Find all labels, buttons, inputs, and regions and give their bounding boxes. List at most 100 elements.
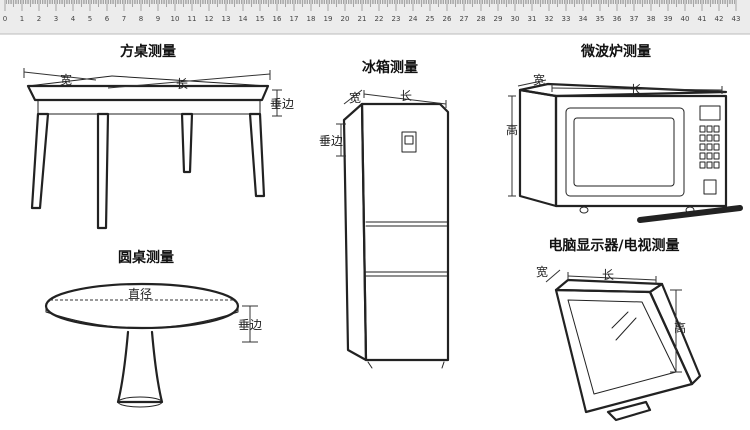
microwave-height-label: 高 <box>506 122 518 137</box>
microwave-width-label: 宽 <box>533 72 545 87</box>
refrigerator-drop-label: 垂边 <box>319 134 343 148</box>
microwave-shadow <box>637 205 743 223</box>
ruler-number: 11 <box>188 15 197 23</box>
microwave-key <box>713 143 720 151</box>
square-table-title: 方桌测量 <box>120 43 176 60</box>
table-leg-back-left <box>96 112 110 230</box>
refrigerator-length-label: 长 <box>400 89 412 103</box>
ruler-ticks <box>4 0 737 11</box>
microwave-key <box>713 134 720 142</box>
microwave-key <box>706 143 713 151</box>
microwave-front <box>554 94 728 208</box>
ruler-number: 29 <box>494 15 503 23</box>
round-table-section: 圆桌测量 直径 垂边 <box>44 249 262 408</box>
refrigerator-drawing <box>336 89 450 369</box>
fridge-foot-left <box>367 361 373 369</box>
table-leg-back-right <box>180 112 194 174</box>
microwave-door-button <box>703 179 717 195</box>
monitor-drawing <box>545 269 702 422</box>
refrigerator-section: 冰箱测量 宽 长 垂边 <box>319 59 450 369</box>
ruler-number: 36 <box>613 15 622 23</box>
ruler-number: 21 <box>358 15 367 23</box>
microwave-key <box>706 134 713 142</box>
round-table-diameter-label: 直径 <box>128 287 152 301</box>
fridge-display-screen <box>404 135 414 145</box>
ruler-number: 39 <box>664 15 673 23</box>
monitor-length-label: 长 <box>602 268 614 282</box>
ruler-number: 42 <box>715 15 724 23</box>
ruler-number: 24 <box>409 15 418 23</box>
microwave-key <box>706 161 713 169</box>
refrigerator-title: 冰箱测量 <box>362 59 418 76</box>
microwave-door <box>565 107 685 197</box>
microwave-key <box>699 161 706 169</box>
microwave-key <box>699 125 706 133</box>
round-table-pedestal <box>116 330 164 404</box>
monitor-section: 电脑显示器/电视测量 宽 长 高 <box>536 237 702 422</box>
monitor-side <box>648 282 702 386</box>
ruler-number: 28 <box>477 15 486 23</box>
microwave-key <box>706 125 713 133</box>
round-table-base <box>117 396 163 408</box>
microwave-key <box>706 152 713 160</box>
microwave-key <box>699 143 706 151</box>
microwave-title: 微波炉测量 <box>580 43 651 60</box>
ruler-number: 20 <box>341 15 350 23</box>
ruler-number: 32 <box>545 15 554 23</box>
monitor-width-label: 宽 <box>536 264 548 279</box>
table-width-dimension <box>23 71 97 81</box>
ruler-number: 13 <box>222 15 231 23</box>
table-leg-front-right <box>248 112 266 198</box>
ruler-number: 17 <box>290 15 299 23</box>
refrigerator-width-label: 宽 <box>349 90 361 105</box>
ruler-number: 19 <box>324 15 333 23</box>
ruler-number: 15 <box>256 15 265 23</box>
ruler-number: 37 <box>630 15 639 23</box>
fridge-length-dimension <box>363 93 447 105</box>
table-apron <box>37 99 261 115</box>
microwave-length-dimension <box>551 87 723 91</box>
table-top <box>26 84 270 102</box>
fridge-display-panel <box>401 131 417 153</box>
ruler-number: 7 <box>122 15 126 23</box>
ruler-number: 18 <box>307 15 316 23</box>
ruler-number: 27 <box>460 15 469 23</box>
ruler-number: 10 <box>171 15 180 23</box>
round-table-title: 圆桌测量 <box>118 249 174 266</box>
fridge-foot-right <box>441 361 445 369</box>
microwave-length-label: 长 <box>630 83 642 97</box>
ruler-number: 4 <box>71 15 76 23</box>
monitor-length-dimension <box>567 275 657 281</box>
microwave-side <box>518 88 558 208</box>
monitor-height-label: 高 <box>674 320 686 335</box>
ruler-number: 43 <box>732 15 741 23</box>
fridge-side <box>342 102 368 362</box>
microwave-key <box>699 152 706 160</box>
table-leg-front-left <box>30 112 50 210</box>
microwave-foot-left <box>579 206 589 214</box>
round-table-drop-label: 垂边 <box>238 318 262 332</box>
ruler-number: 2 <box>37 15 41 23</box>
monitor-glare-b <box>615 317 637 341</box>
ruler-background <box>0 0 750 34</box>
square-table-section: 方桌测量 宽 长 垂边 <box>23 43 294 230</box>
ruler-number: 16 <box>273 15 282 23</box>
ruler-number: 14 <box>239 15 248 23</box>
ruler-number: 38 <box>647 15 656 23</box>
ruler-number: 5 <box>88 15 92 23</box>
round-table-edge <box>45 305 239 329</box>
ruler-number: 23 <box>392 15 401 23</box>
ruler-number: 34 <box>579 15 588 23</box>
ruler-number: 35 <box>596 15 605 23</box>
ruler-number: 33 <box>562 15 571 23</box>
fridge-width-dimension <box>343 89 363 105</box>
microwave-key <box>713 125 720 133</box>
square-table-drawing <box>23 68 282 230</box>
round-table-drawing <box>44 282 258 408</box>
microwave-key <box>699 134 706 142</box>
ruler-number: 0 <box>3 15 7 23</box>
monitor-glare-a <box>611 311 629 329</box>
